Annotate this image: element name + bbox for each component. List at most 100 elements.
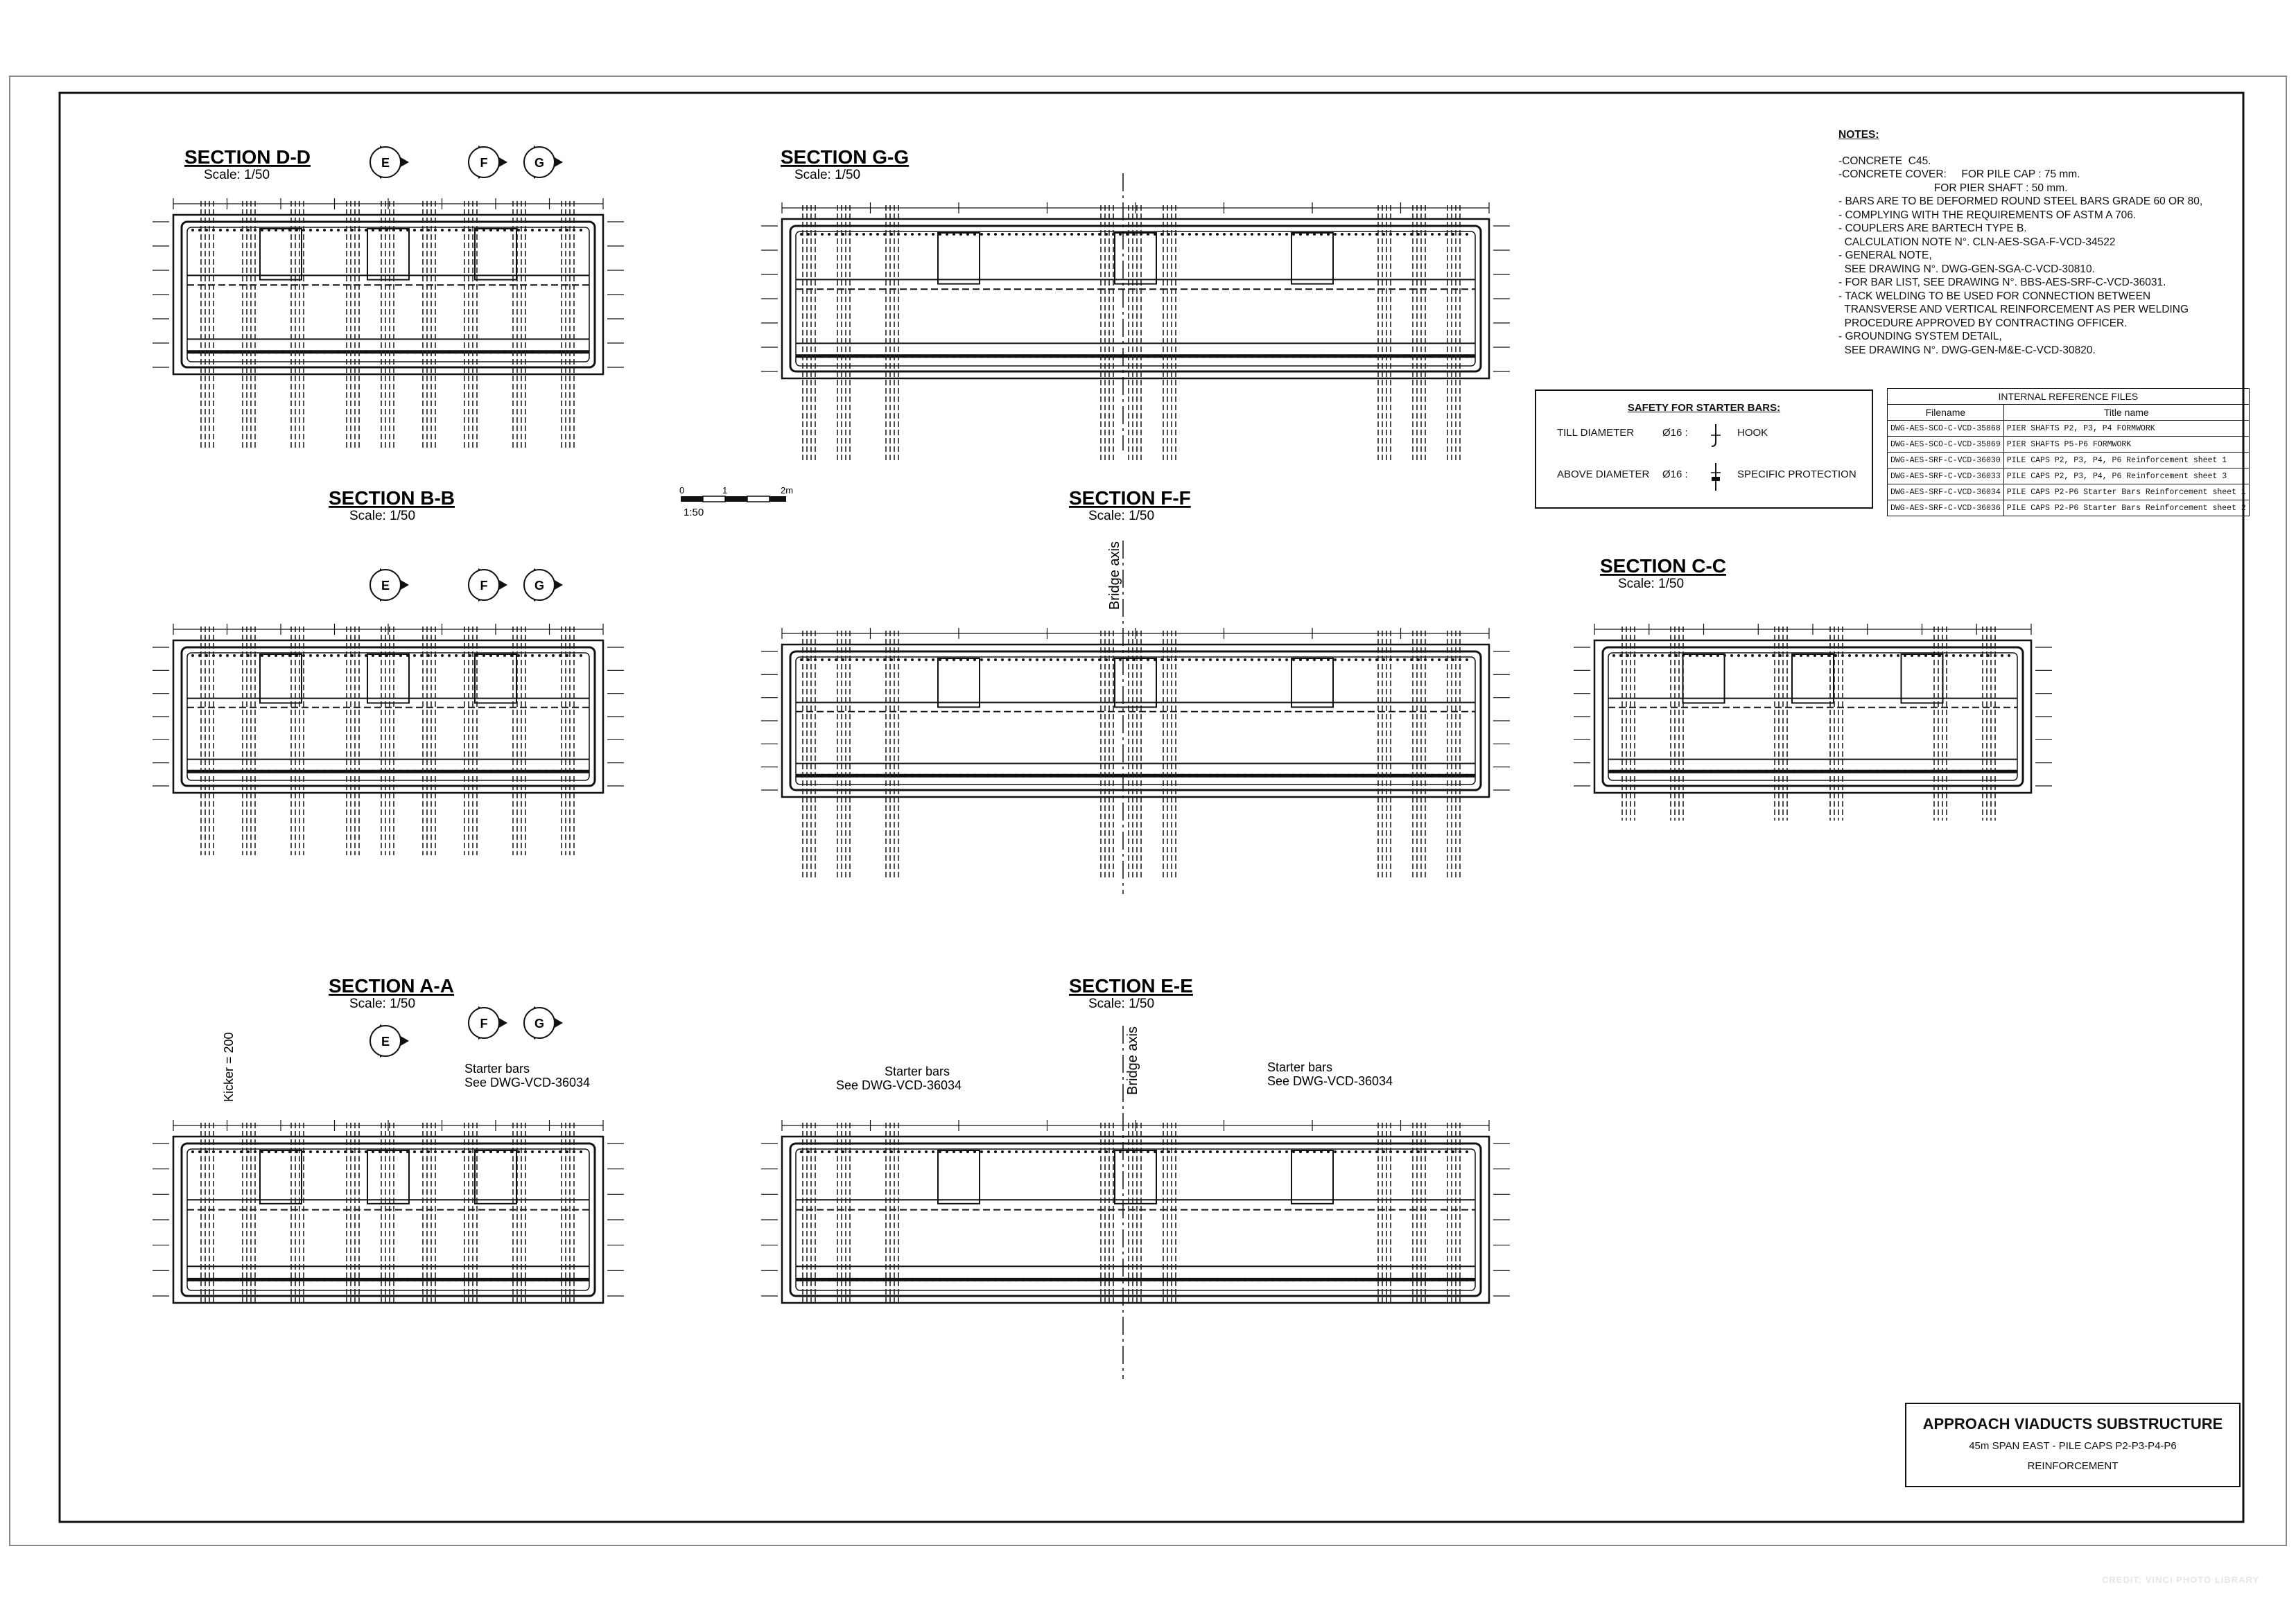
notes-line: -CONCRETE COVER: FOR PILE CAP : 75 mm. [1838,168,2080,180]
starter-bars-label: Starter bars [464,1062,530,1076]
drawing-subtitle: 45m SPAN EAST - PILE CAPS P2-P3-P4-P6 [1969,1440,2177,1452]
section-title-ff: SECTION F-F [1069,487,1191,509]
outer-frame [9,76,2287,1546]
ref-title: PIER SHAFTS P5-P6 FORMWORK [2003,436,2250,453]
svg-text:F: F [480,1017,488,1031]
safety-row2-value: SPECIFIC PROTECTION [1737,468,1856,480]
svg-text:1: 1 [722,485,727,496]
starter-bars-label: Starter bars [1267,1060,1332,1074]
ref-filename: DWG-AES-SCO-C-VCD-35868 [1887,420,2004,437]
notes-line: - TACK WELDING TO BE USED FOR CONNECTION… [1838,290,2151,302]
see-dwg-label: See DWG-VCD-36034 [836,1078,962,1092]
scale-dd: Scale: 1/50 [204,168,270,182]
section-drawings [153,198,2052,1304]
reference-caption: INTERNAL REFERENCE FILES [1887,388,2250,405]
scale-bb: Scale: 1/50 [349,509,415,523]
svg-text:E: E [381,579,390,593]
section-title-cc: SECTION C-C [1600,555,1726,577]
section-drawing-ff [761,628,1510,880]
notes-line: FOR PIER SHAFT : 50 mm. [1838,182,2068,194]
photo-credit: CREDIT: VINCI PHOTO LIBRARY [2102,1575,2260,1585]
see-dwg-label: See DWG-VCD-36034 [464,1076,590,1089]
notes-line: - BARS ARE TO BE DEFORMED ROUND STEEL BA… [1838,195,2203,207]
safety-row2-label: ABOVE DIAMETER [1557,468,1650,480]
graphic-scale-bar: 0 1 2m 1:50 [679,485,793,518]
internal-reference-table: INTERNAL REFERENCE FILES Filename Title … [1887,388,2250,516]
ref-title: PILE CAPS P2-P6 Starter Bars Reinforceme… [2003,500,2250,516]
section-title-dd: SECTION D-D [184,146,311,168]
starter-bars-label: Starter bars [885,1064,950,1078]
section-drawing-gg [761,202,1510,462]
hook-icon [1711,424,1721,447]
safety-row2-dia: Ø16 : [1662,468,1688,480]
notes-heading: NOTES: [1838,129,1879,141]
inner-frame [58,91,2245,1523]
kicker-label: Kicker = 200 [222,1032,236,1102]
section-title-ee: SECTION E-E [1069,975,1193,997]
svg-text:G: G [534,579,544,593]
drawing-title: APPROACH VIADUCTS SUBSTRUCTURE [1922,1415,2223,1432]
title-block: APPROACH VIADUCTS SUBSTRUCTURE 45m SPAN … [1905,1403,2241,1487]
notes-line: - GENERAL NOTE, [1838,249,1932,261]
marker-f-icon: F [468,1006,507,1040]
svg-text:2m: 2m [781,485,793,496]
starter-bar-notes: Starter bars See DWG-VCD-36034 Starter b… [222,1032,1393,1102]
section-drawing-dd [153,198,624,450]
notes-line: -CONCRETE C45. [1838,155,1931,167]
section-title-bb: SECTION B-B [329,487,455,509]
svg-text:1:50: 1:50 [684,507,704,518]
notes-line: CALCULATION NOTE N°. CLN-AES-SGA-F-VCD-3… [1838,236,2116,248]
marker-g-icon: G [523,568,563,602]
section-markers: E F G E F G E F G [369,146,563,1058]
section-drawing-ee [761,1120,1510,1304]
svg-text:E: E [381,156,390,170]
scale-ee: Scale: 1/50 [1088,997,1154,1011]
svg-text:F: F [480,579,488,593]
scale-ff: Scale: 1/50 [1088,509,1154,523]
marker-e-icon: E [369,568,409,602]
ref-filename: DWG-AES-SRF-C-VCD-36030 [1887,452,2004,468]
scale-cc: Scale: 1/50 [1618,577,1684,591]
ref-filename: DWG-AES-SCO-C-VCD-35869 [1887,436,2004,453]
ref-title: PILE CAPS P2, P3, P4, P6 Reinforcement s… [2003,452,2250,468]
section-title-gg: SECTION G-G [781,146,909,168]
col-filename: Filename [1887,404,2004,421]
notes-line: - COUPLERS ARE BARTECH TYPE B. [1838,222,2027,234]
section-drawing-cc [1574,624,2052,821]
notes-line: TRANSVERSE AND VERTICAL REINFORCEMENT AS… [1838,304,2189,315]
marker-g-icon: G [523,146,563,179]
ref-filename: DWG-AES-SRF-C-VCD-36034 [1887,484,2004,500]
scale-gg: Scale: 1/50 [794,168,860,182]
section-title-aa: SECTION A-A [329,975,454,997]
svg-text:E: E [381,1035,390,1049]
notes-line: - GROUNDING SYSTEM DETAIL, [1838,331,2002,342]
ref-filename: DWG-AES-SRF-C-VCD-36036 [1887,500,2004,516]
marker-e-icon: E [369,146,409,179]
general-notes: NOTES: -CONCRETE C45. -CONCRETE COVER: F… [1838,128,2254,357]
bridge-axis-labels: Bridge axis Bridge axis [1107,541,1140,1095]
protection-cap-icon [1711,463,1721,491]
marker-f-icon: F [468,146,507,179]
scale-aa: Scale: 1/50 [349,997,415,1011]
notes-line: SEE DRAWING N°. DWG-GEN-SGA-C-VCD-30810. [1838,263,2095,275]
see-dwg-label: See DWG-VCD-36034 [1267,1074,1393,1088]
svg-text:G: G [534,156,544,170]
svg-text:0: 0 [679,485,684,496]
safety-row1-value: HOOK [1737,427,1768,439]
marker-f-icon: F [468,568,507,602]
ref-title: PILE CAPS P2-P6 Starter Bars Reinforceme… [2003,484,2250,500]
marker-e-icon: E [369,1024,409,1058]
safety-row1-label: TILL DIAMETER [1557,427,1635,439]
bridge-axis-label: Bridge axis [1125,1026,1140,1095]
section-scales: Scale: 1/50 Scale: 1/50 Scale: 1/50 Scal… [204,168,1684,1011]
bridge-axis-label: Bridge axis [1107,541,1122,610]
safety-title: SAFETY FOR STARTER BARS: [1627,402,1781,414]
col-title: Title name [2003,404,2250,421]
ref-filename: DWG-AES-SRF-C-VCD-36033 [1887,468,2004,484]
